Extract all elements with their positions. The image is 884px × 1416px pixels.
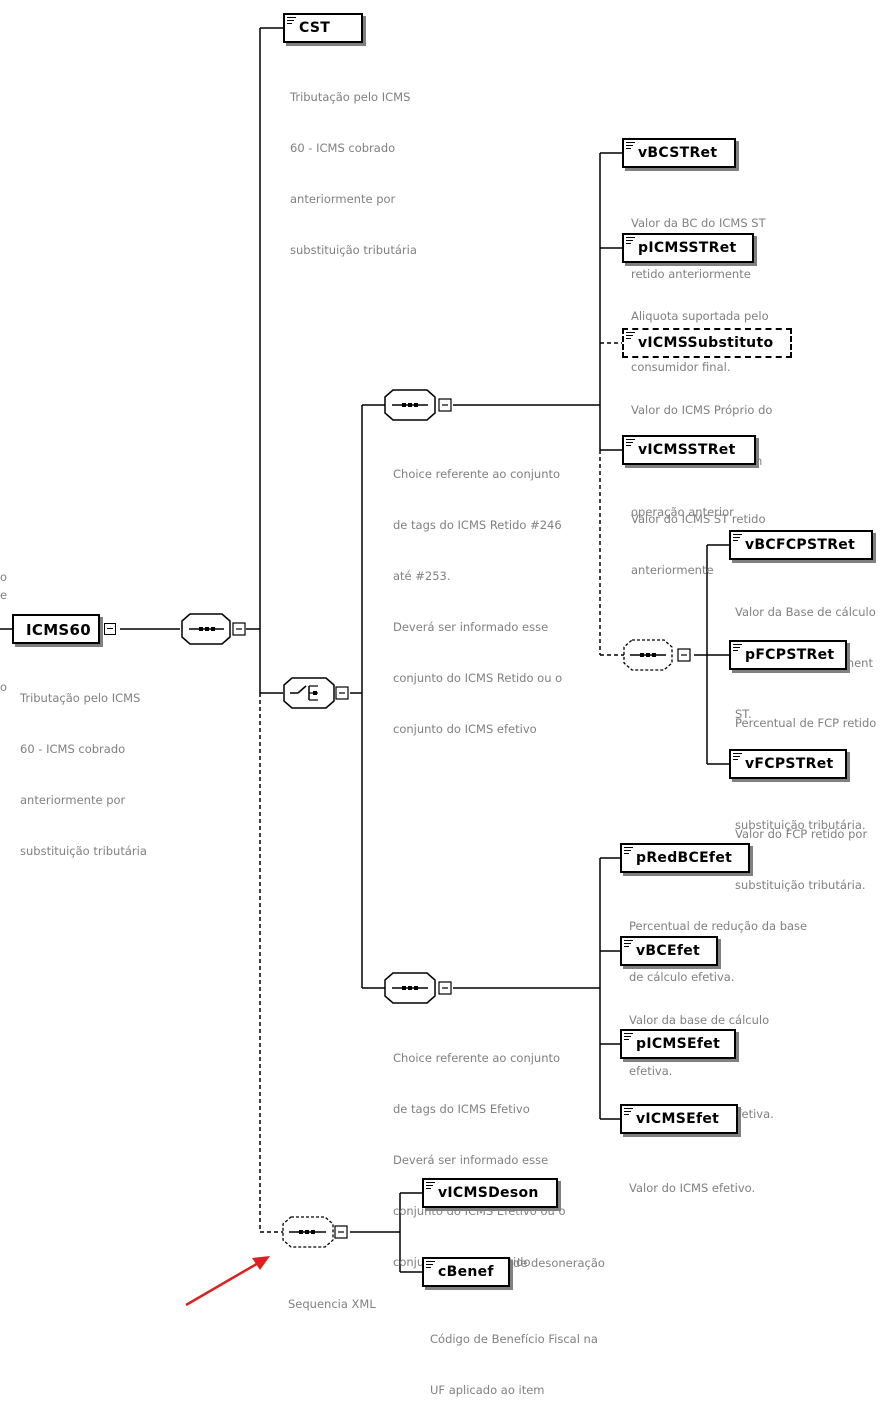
element-doc-icon <box>626 332 635 340</box>
element-doc-icon <box>624 1108 633 1116</box>
icms60-element[interactable]: ICMS60 <box>12 614 100 644</box>
picmsstret-element[interactable]: pICMSSTRet <box>622 233 754 263</box>
sequence-icon[interactable] <box>181 613 231 646</box>
icms60-description: Tributação pelo ICMS 60 - ICMS cobrado a… <box>20 691 147 858</box>
vbcefet-description: Valor da base de cálculo efetiva. <box>629 1013 770 1078</box>
cst-description: Tributação pelo ICMS 60 - ICMS cobrado a… <box>290 90 417 257</box>
cbenef-description: Código de Benefício Fiscal na UF aplicad… <box>430 1332 598 1397</box>
collapse-icon[interactable] <box>104 623 116 635</box>
element-doc-icon <box>287 17 296 25</box>
collapse-icon[interactable] <box>438 981 452 995</box>
vfcpstret-element[interactable]: vFCPSTRet <box>729 749 847 779</box>
sequence-icon[interactable] <box>384 972 436 1004</box>
vfcpstret-description: Valor do FCP retido por substituição tri… <box>735 827 868 892</box>
vbcefet-element[interactable]: vBCEfet <box>620 936 718 966</box>
choice-icon[interactable] <box>283 677 335 709</box>
vicmsefet-element[interactable]: vICMSEfet <box>620 1104 738 1134</box>
element-doc-icon <box>626 439 635 447</box>
element-doc-icon <box>626 237 635 245</box>
arrow-indicator-icon <box>185 1256 270 1307</box>
vicmssubstituto-element[interactable]: vICMSSubstituto <box>622 328 792 358</box>
predbcefet-element[interactable]: pRedBCEfet <box>620 843 750 873</box>
collapse-icon[interactable] <box>438 398 452 412</box>
pfcpstret-element[interactable]: pFCPSTRet <box>729 640 847 670</box>
connector-lines <box>0 27 729 1273</box>
sequence-icon[interactable] <box>282 1216 334 1248</box>
element-doc-icon <box>624 940 633 948</box>
element-doc-icon <box>426 1261 435 1269</box>
left-fragment: o <box>0 570 8 584</box>
collapse-icon[interactable] <box>232 622 246 636</box>
vicmsstret-description: Valor do ICMS ST retido anteriormente <box>631 512 766 577</box>
sequencia-xml-description: Sequencia XML <box>288 1297 376 1311</box>
choice-retido-description: Choice referente ao conjunto de tags do … <box>393 467 563 736</box>
vbcfcpstret-element[interactable]: vBCFCPSTRet <box>729 530 873 560</box>
element-doc-icon <box>626 142 635 150</box>
element-doc-icon <box>426 1182 435 1190</box>
cbenef-element[interactable]: cBenef <box>422 1257 510 1287</box>
sequence-icon[interactable] <box>623 639 673 671</box>
element-doc-icon <box>733 644 742 652</box>
icms60-label: ICMS60 <box>26 621 91 639</box>
element-doc-icon <box>733 534 742 542</box>
predbcefet-description: Percentual de redução da base de cálculo… <box>629 919 808 984</box>
vbcstret-element[interactable]: vBCSTRet <box>622 138 736 168</box>
element-doc-icon <box>624 847 633 855</box>
left-fragment: o <box>0 680 8 694</box>
collapse-icon[interactable] <box>335 686 349 700</box>
left-fragment: e <box>0 588 8 602</box>
vbcstret-description: Valor da BC do ICMS ST retido anteriorme… <box>631 216 766 281</box>
cst-element[interactable]: CST <box>283 13 363 43</box>
element-doc-icon <box>624 1033 633 1041</box>
schema-diagram <box>0 27 729 1307</box>
collapse-icon[interactable] <box>334 1225 348 1239</box>
picmsstret-description: Aliquota suportada pelo consumidor final… <box>631 309 769 374</box>
element-doc-icon <box>733 753 742 761</box>
collapse-icon[interactable] <box>677 648 691 662</box>
vicmsdeson-element[interactable]: vICMSDeson <box>422 1178 558 1208</box>
vicmsefet-description: Valor do ICMS efetivo. <box>629 1181 756 1195</box>
picmsefet-element[interactable]: pICMSEfet <box>620 1029 736 1059</box>
vicmsstret-element[interactable]: vICMSSTRet <box>622 435 756 465</box>
sequence-icon[interactable] <box>384 389 436 421</box>
optional-connector-lines <box>259 342 624 1233</box>
